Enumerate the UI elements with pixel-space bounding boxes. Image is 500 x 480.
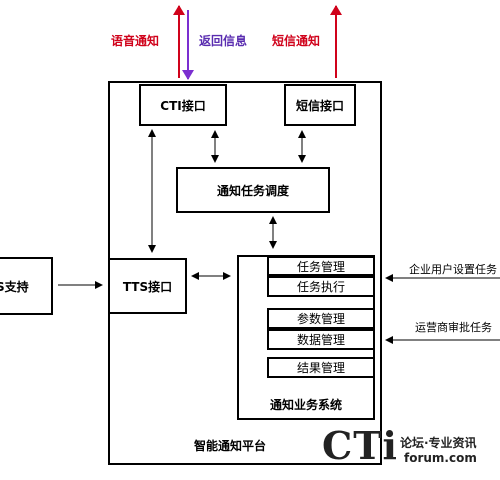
tts-interface-label: TTS接口 bbox=[122, 279, 173, 294]
biz-system-label: 通知业务系统 bbox=[269, 397, 342, 412]
sms-interface-label: 短信接口 bbox=[295, 98, 344, 113]
cti-interface-box bbox=[139, 84, 227, 126]
module-data-manage bbox=[267, 329, 375, 350]
cti-forum-logo: CTi bbox=[322, 423, 398, 468]
watermark-line1: 论坛·专业资讯 bbox=[400, 436, 477, 450]
module-data-manage-label: 数据管理 bbox=[296, 333, 345, 347]
module-task-manage-label: 任务管理 bbox=[296, 259, 345, 274]
tts-support-box bbox=[0, 257, 53, 315]
enterprise-user-label: 企业用户设置任务 bbox=[409, 263, 497, 276]
module-result-manage-label: 结果管理 bbox=[296, 361, 345, 375]
operator-label: 运营商审批任务 bbox=[415, 321, 492, 334]
cti-interface-label: CTI接口 bbox=[160, 98, 206, 113]
module-task-execute-label: 任务执行 bbox=[296, 280, 345, 294]
task-dispatch-label: 通知任务调度 bbox=[216, 183, 289, 198]
watermark-line2: forum.com bbox=[404, 451, 477, 465]
tts-interface-box bbox=[108, 258, 187, 314]
module-param-manage bbox=[267, 308, 375, 329]
platform-label: 智能通知平台 bbox=[193, 438, 266, 453]
tts-support-label: S支持 bbox=[0, 279, 29, 294]
voice-notify-label: 语音通知 bbox=[111, 34, 160, 48]
module-task-execute bbox=[267, 276, 375, 297]
module-result-manage bbox=[267, 357, 375, 378]
sms-notify-label: 短信通知 bbox=[272, 34, 321, 48]
return-info-label: 返回信息 bbox=[199, 34, 248, 48]
sms-interface-box bbox=[284, 84, 356, 126]
task-dispatch-box bbox=[176, 167, 330, 213]
module-task-manage bbox=[267, 256, 375, 276]
module-param-manage-label: 参数管理 bbox=[296, 312, 345, 326]
